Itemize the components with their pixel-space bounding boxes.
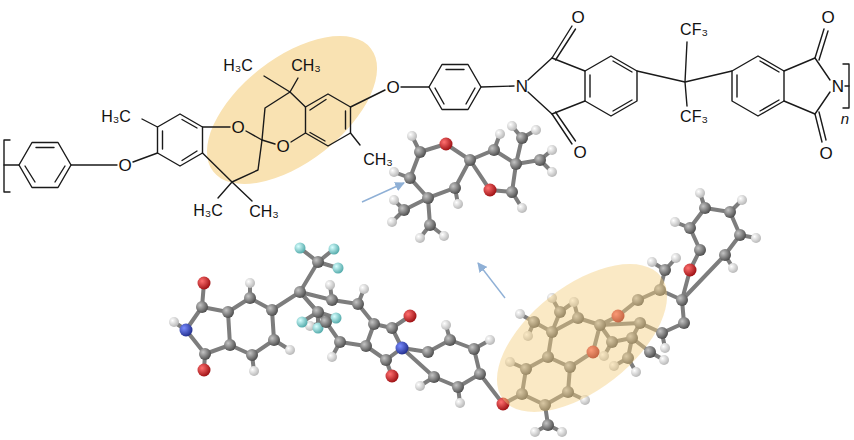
atom-label: N <box>832 78 844 95</box>
atom-label: CH₃ <box>363 152 393 168</box>
repeat-unit-model <box>169 188 761 440</box>
atom-label: H₃C <box>101 109 131 125</box>
atom-label: O <box>118 157 131 174</box>
pointer-arrow <box>362 183 505 298</box>
fragment-model <box>387 121 557 243</box>
atom-label: H₃C <box>223 58 253 74</box>
atom-label: O <box>276 138 289 155</box>
atom-label: H₃C <box>193 203 223 219</box>
atom-label: O <box>819 145 832 162</box>
atom-label: CH₃ <box>249 204 279 220</box>
skeletal-formula <box>4 26 849 201</box>
atom-label: O <box>573 144 586 161</box>
atom-label: O <box>821 9 834 26</box>
atom-label: O <box>231 119 244 136</box>
atom-label: CF₃ <box>680 109 708 125</box>
atom-label: O <box>571 9 584 26</box>
highlight-ellipse <box>181 7 403 212</box>
atom-label: O <box>386 79 399 96</box>
atom-label: CF₃ <box>680 22 708 38</box>
atom-label: CH₃ <box>291 58 321 74</box>
atom-label: N <box>516 78 528 95</box>
atom-label: n <box>841 111 849 126</box>
highlight-ellipse <box>471 235 693 440</box>
